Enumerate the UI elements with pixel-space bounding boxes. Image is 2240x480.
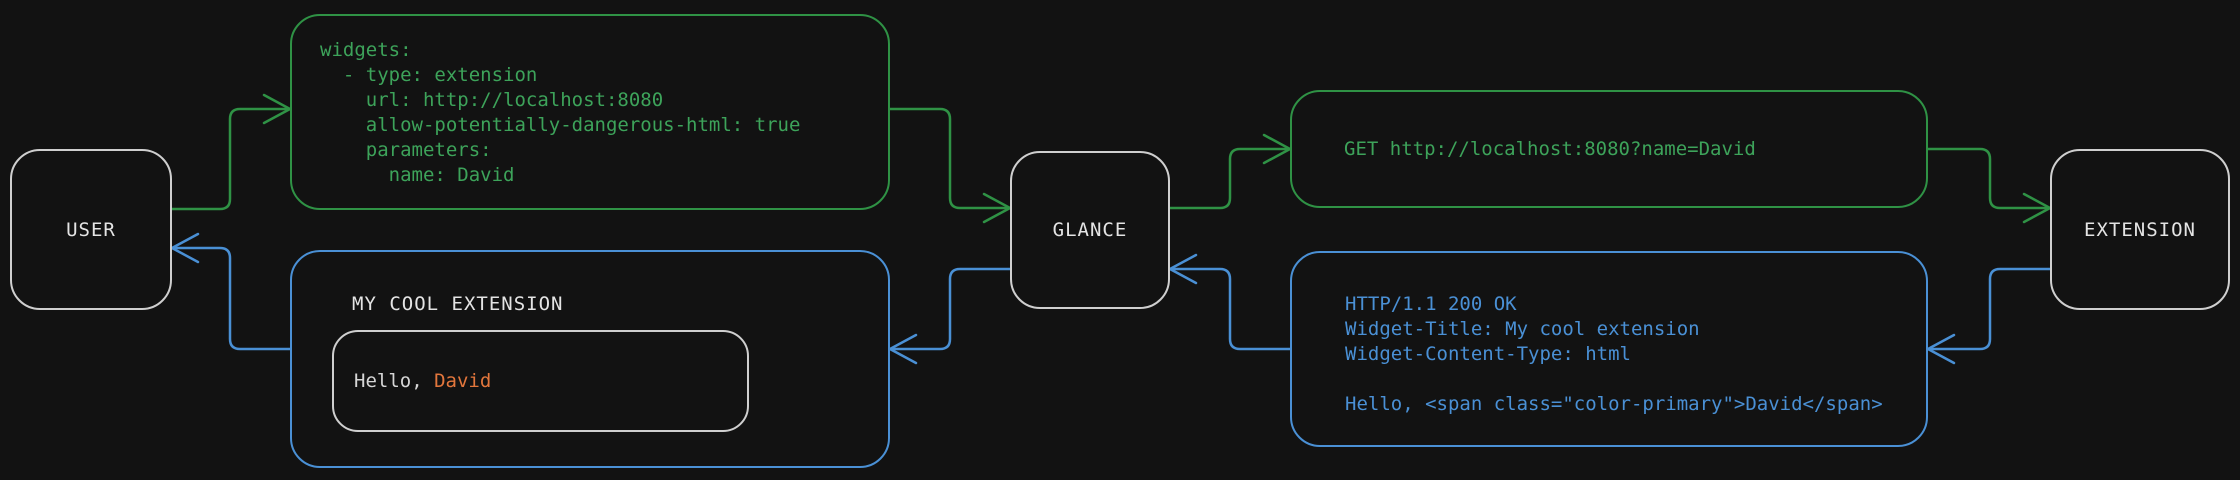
http-response-box: HTTP/1.1 200 OK Widget-Title: My cool ex… [1290, 251, 1928, 447]
http-request-box: GET http://localhost:8080?name=David [1290, 90, 1928, 208]
arrow-widget-to-user [170, 232, 292, 351]
greeting-prefix: Hello, [354, 369, 435, 392]
arrow-extension-to-response [1926, 267, 2052, 365]
arrow-request-to-extension [1926, 147, 2052, 224]
node-glance: GLANCE [1010, 151, 1170, 309]
node-glance-label: GLANCE [1052, 219, 1128, 241]
config-yaml-box: widgets: - type: extension url: http://l… [290, 14, 890, 210]
node-user: USER [10, 149, 172, 310]
arrow-config-to-glance [888, 107, 1012, 224]
arrow-user-to-config [170, 93, 292, 211]
http-response-code: HTTP/1.1 200 OK Widget-Title: My cool ex… [1345, 293, 1883, 415]
greeting-name: David [434, 369, 492, 392]
arrow-glance-to-widget [888, 267, 1012, 365]
arrow-response-to-glance [1168, 253, 1292, 351]
widget-title: MY COOL EXTENSION [352, 293, 564, 315]
config-yaml-code: widgets: - type: extension url: http://l… [320, 39, 801, 186]
widget-greeting: Hello, David [334, 369, 491, 394]
node-user-label: USER [66, 218, 116, 241]
widget-greeting-frame: Hello, David [332, 330, 749, 432]
rendered-widget-box: MY COOL EXTENSION Hello, David [290, 250, 890, 468]
node-extension-label: EXTENSION [2084, 218, 2196, 241]
node-extension: EXTENSION [2050, 149, 2230, 310]
arrow-glance-to-request [1168, 133, 1292, 210]
http-request-code: GET http://localhost:8080?name=David [1344, 137, 1756, 160]
